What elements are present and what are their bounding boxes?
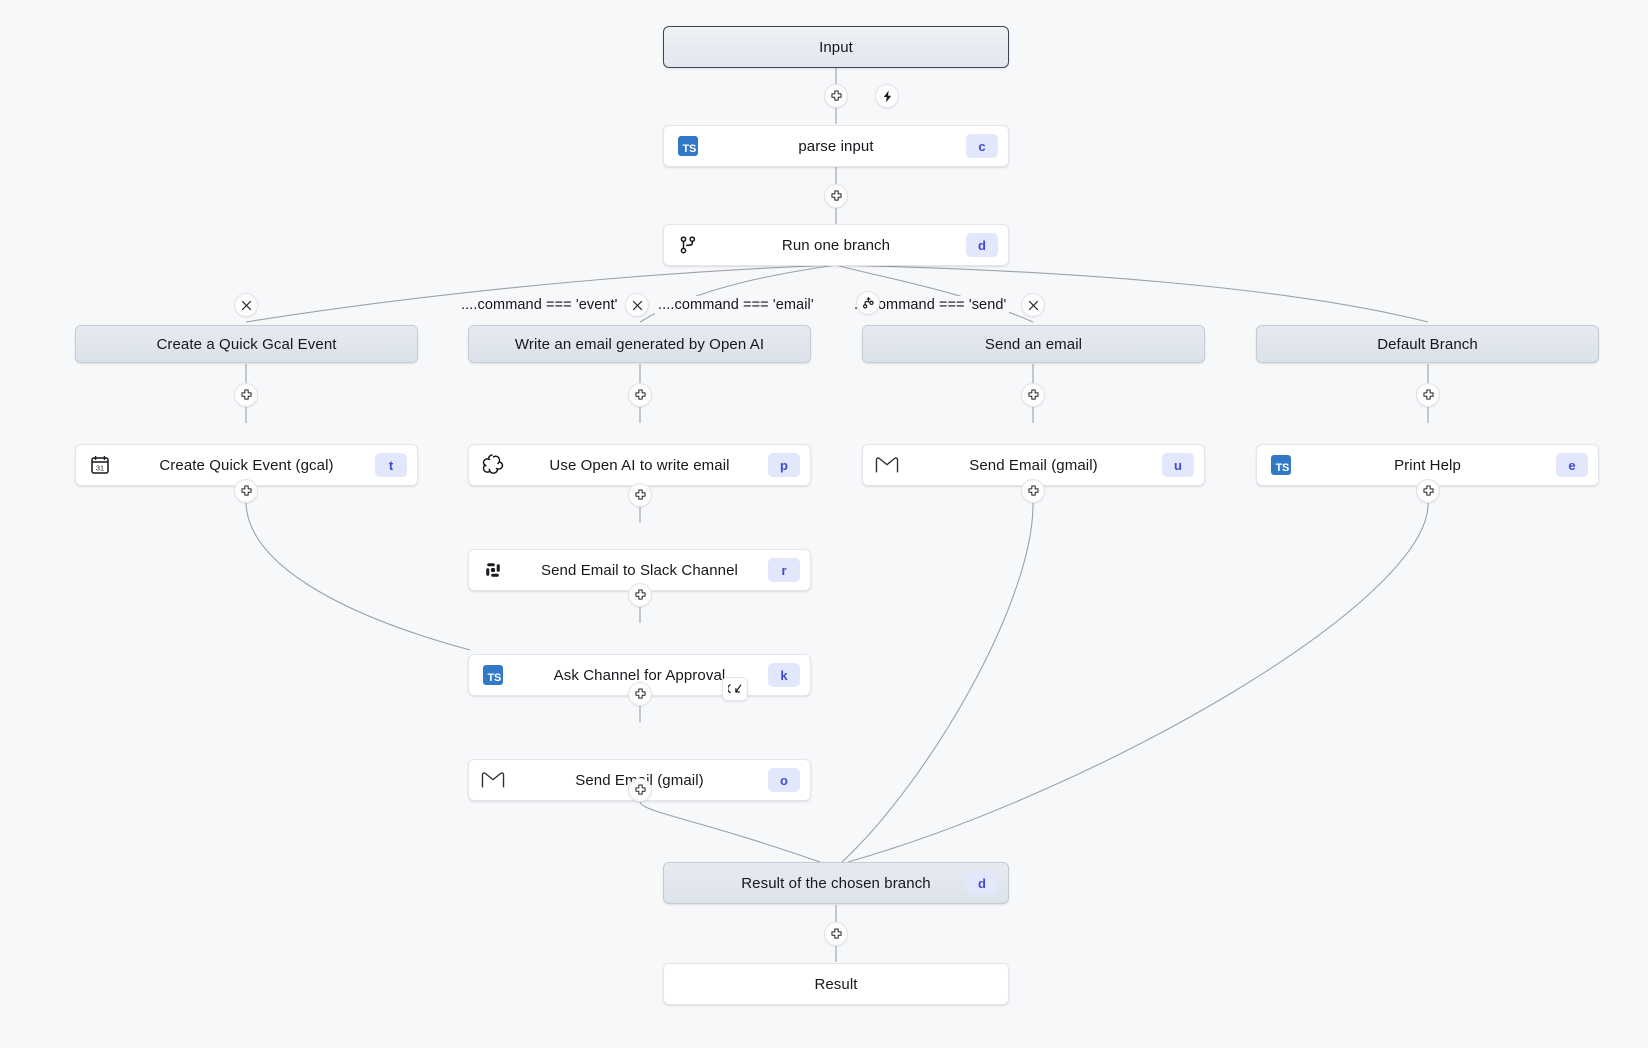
close-icon bbox=[1028, 300, 1038, 310]
add-step-handle-after-input[interactable] bbox=[824, 84, 848, 108]
typescript-icon: TS bbox=[481, 663, 505, 687]
plus-cross-icon bbox=[240, 389, 252, 400]
branch-header-2[interactable]: Write an email generated by Open AI bbox=[468, 325, 811, 363]
typescript-icon: TS bbox=[676, 134, 700, 158]
branch-header-1[interactable]: Create a Quick Gcal Event bbox=[75, 325, 418, 363]
add-branch-icon bbox=[862, 296, 874, 308]
node-run-one-branch[interactable]: Run one branch d bbox=[663, 224, 1009, 266]
openai-icon bbox=[481, 453, 505, 477]
branch-condition-2: ....command === 'email' bbox=[655, 296, 817, 314]
node-print-help-label: Print Help bbox=[1394, 456, 1461, 474]
add-step-handle-after-gmail-branch[interactable] bbox=[628, 778, 652, 802]
node-ask-channel-approval-label: Ask Channel for Approval bbox=[553, 666, 726, 684]
plus-cross-icon bbox=[1027, 389, 1039, 400]
node-send-email-to-slack-label: Send Email to Slack Channel bbox=[541, 561, 738, 579]
branch-header-3-label: Send an email bbox=[984, 335, 1083, 353]
node-print-help-key[interactable]: e bbox=[1556, 453, 1588, 477]
plus-cross-icon bbox=[1422, 485, 1434, 496]
remove-branch-3-button[interactable] bbox=[1021, 293, 1045, 317]
plus-cross-icon bbox=[1027, 485, 1039, 496]
node-result-of-chosen-branch-label: Result of the chosen branch bbox=[741, 874, 931, 892]
add-step-handle-after-slack[interactable] bbox=[628, 583, 652, 607]
node-result-of-chosen-branch-key[interactable]: d bbox=[966, 871, 998, 895]
plus-cross-icon bbox=[634, 784, 646, 795]
add-step-handle-after-merge[interactable] bbox=[824, 922, 848, 946]
branch-header-3[interactable]: Send an email bbox=[862, 325, 1205, 363]
gmail-icon bbox=[875, 453, 899, 477]
plus-cross-icon bbox=[830, 928, 842, 939]
add-step-handle-after-parse-input[interactable] bbox=[824, 184, 848, 208]
lightning-bolt-icon bbox=[883, 90, 891, 102]
node-run-one-branch-key[interactable]: d bbox=[966, 233, 998, 257]
node-use-openai-label: Use Open AI to write email bbox=[549, 456, 730, 474]
close-icon bbox=[632, 300, 642, 310]
gmail-icon bbox=[481, 768, 505, 792]
node-use-openai-key[interactable]: p bbox=[768, 453, 800, 477]
plus-cross-icon bbox=[634, 688, 646, 699]
plus-cross-icon bbox=[634, 589, 646, 600]
branch-header-4-default[interactable]: Default Branch bbox=[1256, 325, 1599, 363]
add-step-handle-after-use-openai[interactable] bbox=[628, 483, 652, 507]
node-parse-input-label: parse input bbox=[798, 137, 874, 155]
node-parse-input[interactable]: TS parse input c bbox=[663, 125, 1009, 167]
plus-cross-icon bbox=[240, 485, 252, 496]
plus-cross-icon bbox=[1422, 389, 1434, 400]
branch-icon bbox=[676, 233, 700, 257]
node-result-of-chosen-branch[interactable]: Result of the chosen branch d bbox=[663, 862, 1009, 904]
node-send-email-gmail-direct-key[interactable]: u bbox=[1162, 453, 1194, 477]
node-input-label: Input bbox=[819, 38, 853, 56]
add-step-handle-after-approval[interactable] bbox=[628, 682, 652, 706]
node-create-quick-event-key[interactable]: t bbox=[375, 453, 407, 477]
node-input[interactable]: Input bbox=[663, 26, 1009, 68]
node-send-email-gmail-branch-key[interactable]: o bbox=[768, 768, 800, 792]
branch-condition-3: ....command === 'send' bbox=[851, 296, 1010, 314]
node-ask-channel-approval-key[interactable]: k bbox=[768, 663, 800, 687]
remove-branch-2-button[interactable] bbox=[625, 293, 649, 317]
plus-cross-icon bbox=[634, 489, 646, 500]
node-send-email-gmail-direct-label: Send Email (gmail) bbox=[969, 456, 1098, 474]
trigger-handle[interactable] bbox=[875, 84, 899, 108]
node-run-one-branch-label: Run one branch bbox=[781, 236, 891, 254]
slack-icon bbox=[481, 558, 505, 582]
typescript-icon: TS bbox=[1269, 453, 1293, 477]
branch-header-1-label: Create a Quick Gcal Event bbox=[156, 335, 337, 353]
node-send-email-to-slack-key[interactable]: r bbox=[768, 558, 800, 582]
add-step-handle-after-gmail-direct[interactable] bbox=[1021, 479, 1045, 503]
plus-cross-icon bbox=[830, 190, 842, 201]
add-step-handle-branch-3[interactable] bbox=[1021, 383, 1045, 407]
node-parse-input-key[interactable]: c bbox=[966, 134, 998, 158]
add-step-handle-after-create-quick-event[interactable] bbox=[234, 479, 258, 503]
node-result[interactable]: Result bbox=[663, 963, 1009, 1005]
branch-header-4-label: Default Branch bbox=[1377, 335, 1478, 353]
node-use-openai[interactable]: Use Open AI to write email p bbox=[468, 444, 811, 486]
add-step-handle-branch-2[interactable] bbox=[628, 383, 652, 407]
add-branch-button[interactable] bbox=[856, 291, 880, 315]
remove-branch-1-button[interactable] bbox=[234, 293, 258, 317]
plus-cross-icon bbox=[830, 90, 842, 101]
node-result-label: Result bbox=[814, 975, 858, 993]
branch-condition-1: ....command === 'event' bbox=[458, 296, 621, 314]
branch-header-2-label: Write an email generated by Open AI bbox=[514, 335, 765, 353]
add-step-handle-after-print-help[interactable] bbox=[1416, 479, 1440, 503]
google-calendar-icon: 31 bbox=[88, 453, 112, 477]
add-step-handle-branch-1[interactable] bbox=[234, 383, 258, 407]
svg-text:31: 31 bbox=[96, 463, 104, 472]
suspend-resume-icon bbox=[727, 683, 741, 693]
add-step-handle-branch-4[interactable] bbox=[1416, 383, 1440, 407]
node-create-quick-event-label: Create Quick Event (gcal) bbox=[159, 456, 334, 474]
suspend-resume-badge[interactable] bbox=[722, 677, 748, 701]
close-icon bbox=[241, 300, 251, 310]
plus-cross-icon bbox=[634, 389, 646, 400]
